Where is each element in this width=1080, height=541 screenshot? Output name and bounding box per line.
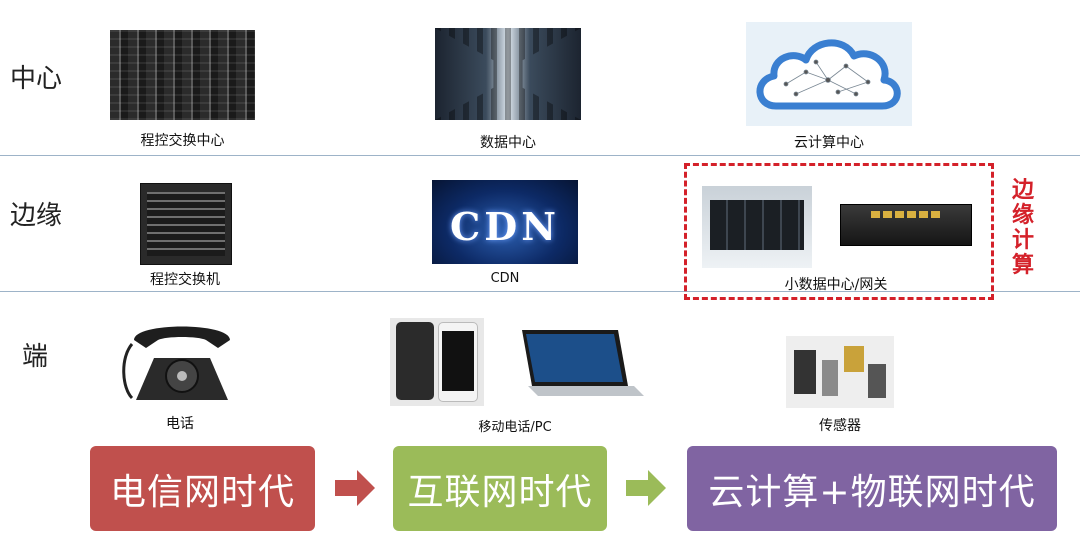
port-icon (931, 211, 940, 218)
sensor-icon (822, 360, 838, 396)
switching-center-image (110, 30, 255, 120)
row-label-edge: 边缘 (10, 201, 63, 231)
gateway-image (840, 204, 972, 246)
port-icon (895, 211, 904, 218)
mobile-phones-image (390, 318, 484, 406)
caption-cloud-center: 云计算中心 (794, 135, 864, 151)
phone-icon (396, 322, 434, 400)
divider-center-edge (0, 155, 1080, 156)
cloud-center-image (746, 22, 912, 126)
cdn-image: CDN (432, 180, 578, 264)
divider-edge-end (0, 291, 1080, 292)
laptop-icon (522, 330, 644, 396)
era-cloud-iot: 云计算+物联网时代 (687, 446, 1057, 531)
caption-data-center: 数据中心 (480, 135, 536, 151)
small-data-center-image (702, 186, 812, 268)
caption-small-dc-gateway: 小数据中心/网关 (784, 277, 888, 293)
caption-switching-machine: 程控交换机 (150, 272, 220, 288)
sensor-icon (794, 350, 816, 394)
era-telecom: 电信网时代 (90, 446, 315, 531)
cdn-logo: CDN (450, 204, 560, 249)
era-internet: 互联网时代 (393, 446, 607, 531)
port-icon (907, 211, 916, 218)
caption-sensors: 传感器 (819, 418, 861, 434)
caption-mobile-pc: 移动电话/PC (478, 420, 552, 435)
sensor-icon (844, 346, 864, 372)
edge-computing-label: 边 缘 计 算 (1008, 178, 1038, 278)
row-label-end: 端 (22, 342, 49, 372)
data-center-image (435, 28, 581, 120)
sensor-icon (868, 364, 886, 398)
port-icon (871, 211, 880, 218)
caption-telephone: 电话 (166, 416, 194, 432)
laptop-image (508, 326, 648, 404)
port-icon (919, 211, 928, 218)
edge-computing-char: 边 (1011, 178, 1034, 203)
arrow-right-icon (626, 470, 666, 506)
arrow-right-icon (335, 470, 375, 506)
telephone-icon (122, 326, 230, 400)
row-label-center: 中心 (10, 64, 63, 94)
phone-icon (438, 322, 478, 402)
sensors-image (786, 336, 894, 408)
edge-computing-char: 算 (1011, 253, 1034, 278)
caption-cdn: CDN (490, 271, 520, 286)
cloud-icon (756, 39, 901, 110)
edge-computing-char: 缘 (1011, 203, 1034, 228)
caption-switching-center: 程控交换中心 (140, 133, 225, 149)
telephone-image (118, 318, 246, 406)
switching-machine-image (140, 183, 232, 265)
edge-computing-char: 计 (1011, 228, 1034, 253)
edge-computing-highlight-box (684, 163, 994, 300)
port-icon (883, 211, 892, 218)
